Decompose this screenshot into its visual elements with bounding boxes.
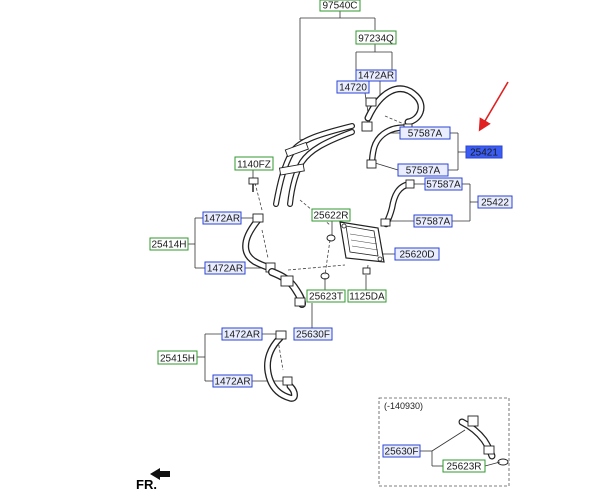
part-number-text: 1125DA (349, 292, 385, 303)
hose-clamp-icon (252, 213, 264, 223)
part-number-text: 25415H (160, 354, 195, 365)
part-number-text: 57587A (426, 180, 461, 191)
part-label-p57587a-3: 57587A (424, 177, 463, 191)
part-label-p25623t: 25623T (306, 289, 346, 303)
hose-clamp-icon (405, 179, 415, 189)
hose-clamp-icon (365, 97, 377, 107)
hose-clamp-icon (275, 330, 287, 340)
part-labels: 97540C97234Q1472AR1472057587A2542157587A… (149, 0, 513, 473)
part-number-text: 97540C (322, 1, 357, 12)
inset-frame (378, 397, 510, 487)
oring-25623T (320, 272, 330, 280)
part-label-p57587a-4: 57587A (413, 214, 453, 228)
part-hose-25414H (242, 213, 276, 273)
oring-25622R (326, 234, 336, 242)
part-number-text: 1472AR (207, 264, 243, 275)
part-label-inset-25630f: 25630F (382, 444, 421, 458)
part-label-p1472ar-top: 1472AR (355, 69, 397, 82)
part-connector-25630F (268, 268, 306, 308)
part-number-text: 1472AR (214, 377, 250, 388)
part-number-text: 57587A (408, 129, 443, 140)
part-pipe-assembly-97540C (273, 123, 355, 207)
part-label-p57587a-1: 57587A (399, 126, 451, 140)
part-number-text: 25623R (446, 462, 481, 473)
part-number-text: 25421 (470, 148, 498, 159)
part-label-p97540c: 97540C (319, 0, 361, 12)
part-label-inset-25623r: 25623R (442, 459, 486, 473)
part-number-text: 25623T (309, 292, 343, 303)
part-number-text: 1140FZ (237, 160, 271, 171)
part-number-text: 57587A (406, 166, 441, 177)
red-callout-arrow-icon (478, 81, 509, 132)
part-number-text: 25630F (296, 330, 330, 341)
part-number-text: 1472AR (358, 71, 394, 82)
hose-clamp-icon (366, 159, 377, 169)
part-label-p25620d: 25620D (394, 247, 440, 261)
part-oil-cooler-25620D (339, 221, 385, 263)
bolt-1125DA (362, 267, 371, 275)
part-number-text: 1472AR (224, 330, 260, 341)
hose-clamp-icon (361, 121, 373, 132)
part-label-p25415h: 25415H (157, 350, 198, 365)
part-number-text: 25422 (481, 198, 509, 209)
part-number-text: 14720 (339, 83, 367, 94)
part-number-text: 25622R (313, 211, 348, 222)
part-label-p97234q: 97234Q (355, 30, 397, 45)
part-hose-upper-return (361, 85, 425, 132)
part-number-text: 25414H (151, 240, 186, 251)
hose-clamp-icon (282, 376, 293, 386)
part-label-p1472ar-low1: 1472AR (221, 327, 263, 341)
part-label-p1125da: 1125DA (347, 289, 387, 303)
part-label-p1472ar-low2: 1472AR (212, 374, 253, 388)
part-number-text: 97234Q (358, 34, 394, 45)
part-number-text: 57587A (416, 217, 451, 228)
part-number-text: 25630F (385, 447, 419, 458)
part-number-text: 25620D (399, 250, 434, 261)
part-label-p57587a-2: 57587A (397, 163, 449, 177)
part-label-p14720: 14720 (336, 80, 370, 94)
part-label-p25421: 25421 (465, 145, 503, 159)
bolt-1140FZ (248, 177, 259, 192)
hose-clamp-icon (380, 218, 391, 227)
front-direction-arrow-icon (150, 468, 170, 480)
part-label-p25630f: 25630F (293, 327, 333, 341)
part-label-p1472ar-mid1: 1472AR (202, 211, 242, 225)
part-label-p1140fz: 1140FZ (234, 156, 274, 171)
part-label-p25422: 25422 (477, 195, 513, 209)
front-label: FR. (136, 477, 157, 492)
part-number-text: 1472AR (204, 214, 240, 225)
part-hose-25415H (264, 330, 298, 402)
inset-date-label: (-140930) (384, 401, 423, 411)
part-label-p25414h: 25414H (149, 237, 189, 251)
inset-connector-part (458, 415, 509, 466)
part-label-p1472ar-mid2: 1472AR (204, 261, 246, 275)
part-hose-25422 (380, 179, 415, 228)
part-label-p25622r: 25622R (311, 208, 351, 222)
